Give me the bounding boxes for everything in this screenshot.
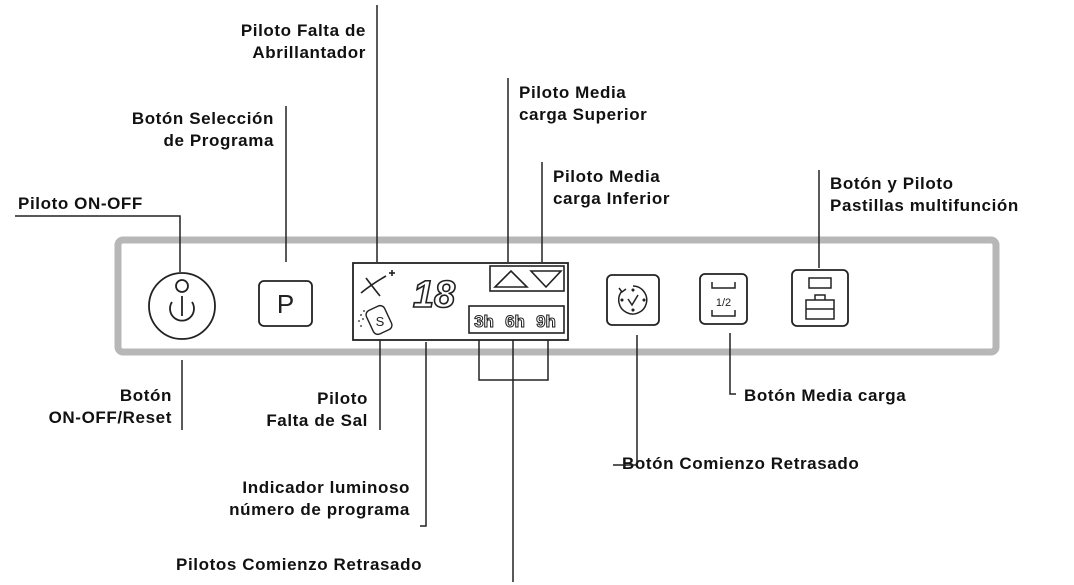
delay-9h: 9h xyxy=(536,312,556,331)
tablet-icon xyxy=(805,294,835,320)
half-load-button[interactable]: 1/2 xyxy=(699,273,748,325)
delay-indicators: 3h 6h 9h xyxy=(468,305,565,334)
half-load-icon xyxy=(711,282,736,317)
label-piloto-onoff: Piloto ON-OFF xyxy=(18,194,143,213)
delay-3h: 3h xyxy=(474,312,494,331)
label-boton-onoff-reset: Botón ON-OFF/Reset xyxy=(48,386,172,427)
rinse-aid-icon xyxy=(360,270,395,297)
down-triangle-icon xyxy=(529,270,563,289)
label-boton-pastillas: Botón y Piloto Pastillas multifunción xyxy=(830,174,1019,215)
delay-6h: 6h xyxy=(505,312,525,331)
display-window: S 18 3h 6h 9h xyxy=(352,262,569,341)
control-panel-frame xyxy=(114,236,1000,356)
half-load-indicators xyxy=(489,265,565,292)
label-boton-comienzo-retrasado: Botón Comienzo Retrasado xyxy=(622,454,860,473)
label-pilotos-comienzo-retrasado: Pilotos Comienzo Retrasado xyxy=(176,555,423,574)
half-load-text: 1/2 xyxy=(716,297,731,309)
program-button[interactable]: P xyxy=(258,280,313,327)
program-number-display: 18 xyxy=(413,274,456,316)
label-boton-seleccion-programa: Botón Selección de Programa xyxy=(131,109,274,150)
clock-icon xyxy=(617,285,648,315)
up-triangle-icon xyxy=(493,269,529,288)
svg-text:S: S xyxy=(376,314,385,329)
delay-start-button[interactable] xyxy=(606,274,660,326)
onoff-button[interactable] xyxy=(148,272,216,340)
label-piloto-media-inferior: Piloto Media carga Inferior xyxy=(553,167,671,208)
label-piloto-abrillantador: Piloto Falta de Abrillantador xyxy=(240,21,366,62)
tablet-pilot-light xyxy=(808,277,832,289)
salt-icon: S xyxy=(358,304,393,336)
label-boton-media-carga: Botón Media carga xyxy=(744,386,907,405)
tablet-button[interactable] xyxy=(791,269,849,327)
program-button-letter: P xyxy=(277,289,294,319)
power-icon xyxy=(169,279,195,322)
label-piloto-media-superior: Piloto Media carga Superior xyxy=(519,83,648,124)
label-indicador-numero-programa: Indicador luminoso número de programa xyxy=(229,478,410,519)
label-piloto-falta-sal: Piloto Falta de Sal xyxy=(266,389,368,430)
leader-lines xyxy=(15,5,820,582)
